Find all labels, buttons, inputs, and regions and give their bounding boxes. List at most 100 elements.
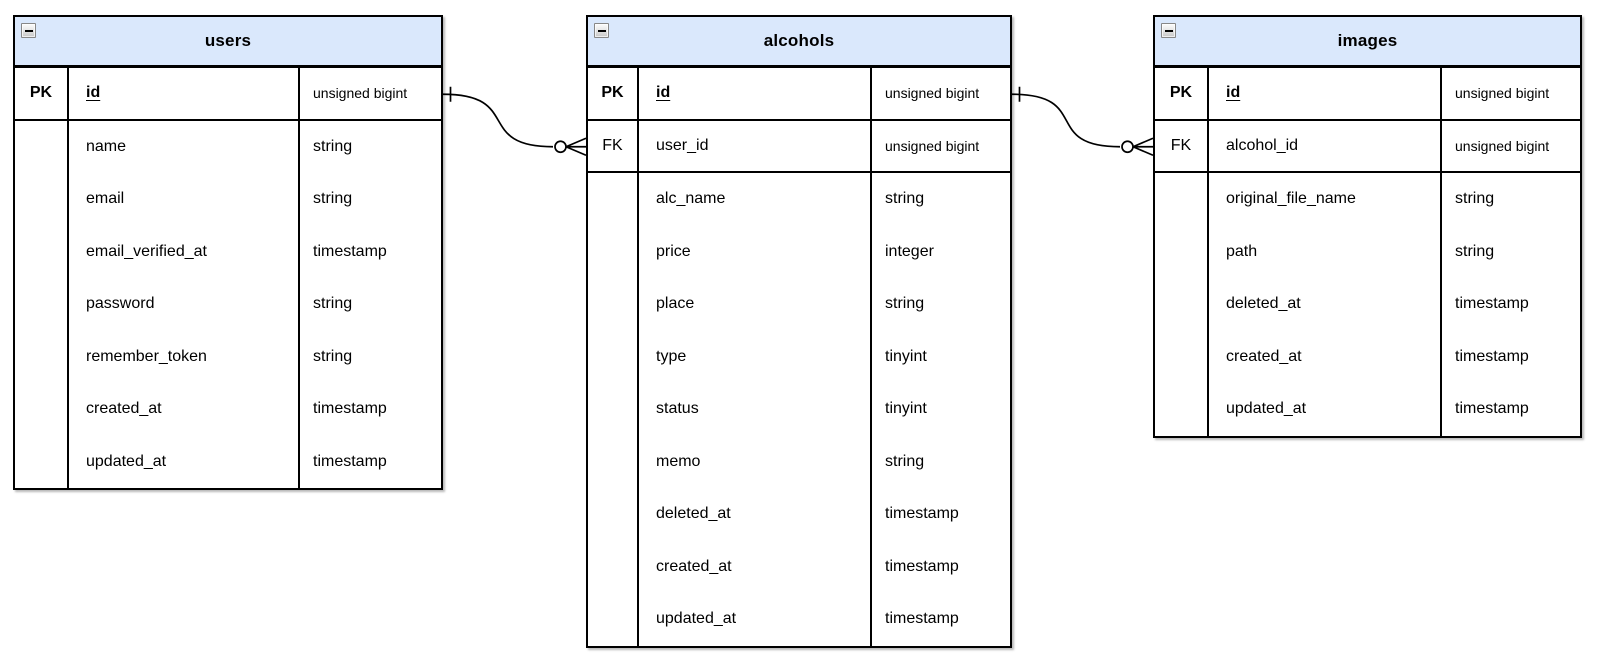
row-field-name: updated_at <box>86 452 167 470</box>
row-field-name: created_at <box>86 400 162 418</box>
row-key-badge <box>15 330 69 383</box>
row-alcohols-user_id[interactable]: FK user_id unsigned bigint <box>588 120 1010 173</box>
row-key-badge <box>1155 173 1209 226</box>
table-users[interactable]: users PK id unsigned bigint name string … <box>13 15 443 490</box>
row-key-badge <box>15 383 69 436</box>
row-images-deleted_at[interactable]: deleted_at timestamp <box>1155 278 1580 331</box>
row-alcohols-deleted_at[interactable]: deleted_at timestamp <box>588 488 1010 541</box>
minus-icon <box>597 29 606 32</box>
row-field-type: string <box>870 435 1010 488</box>
row-alcohols-id[interactable]: PK id unsigned bigint <box>588 68 1010 121</box>
row-alcohols-price[interactable]: price integer <box>588 225 1010 278</box>
row-alcohols-place[interactable]: place string <box>588 278 1010 331</box>
row-users-id[interactable]: PK id unsigned bigint <box>15 68 441 121</box>
row-users-created_at[interactable]: created_at timestamp <box>15 383 441 436</box>
row-users-email[interactable]: email string <box>15 173 441 226</box>
row-field-type: unsigned bigint <box>870 120 1010 171</box>
row-field-type: string <box>298 278 441 331</box>
row-field-name: id <box>656 84 671 102</box>
row-key-badge <box>588 278 639 331</box>
row-images-path[interactable]: path string <box>1155 225 1580 278</box>
row-field-type: tinyint <box>870 330 1010 383</box>
table-rows: PK id unsigned bigint FK user_id unsigne… <box>588 68 1010 646</box>
relation-users-id-to-alcohols-user-id[interactable] <box>442 86 587 157</box>
row-images-updated_at[interactable]: updated_at timestamp <box>1155 383 1580 436</box>
collapse-toggle-icon[interactable] <box>1161 23 1176 38</box>
table-header: alcohols <box>588 17 1010 68</box>
collapse-toggle-icon[interactable] <box>21 23 36 38</box>
row-field-name: user_id <box>656 136 709 154</box>
relation-line <box>1011 93 1121 148</box>
minus-icon <box>24 29 33 32</box>
row-alcohols-created_at[interactable]: created_at timestamp <box>588 540 1010 593</box>
row-field-name: password <box>86 295 155 313</box>
row-key-badge <box>15 225 69 278</box>
row-key-badge <box>588 330 639 383</box>
minus-icon <box>1164 29 1173 32</box>
table-title: users <box>204 31 252 50</box>
row-alcohols-type[interactable]: type tinyint <box>588 330 1010 383</box>
row-field-name: alcohol_id <box>1226 136 1299 154</box>
row-images-id[interactable]: PK id unsigned bigint <box>1155 68 1580 121</box>
row-key-badge <box>588 593 639 646</box>
row-users-email_verified_at[interactable]: email_verified_at timestamp <box>15 225 441 278</box>
row-field-name: status <box>656 400 699 418</box>
row-field-name: created_at <box>656 557 732 575</box>
row-field-name: memo <box>656 452 701 470</box>
row-field-name: original_file_name <box>1226 190 1356 208</box>
row-key-badge <box>588 488 639 541</box>
row-images-original_file_name[interactable]: original_file_name string <box>1155 173 1580 226</box>
row-field-type: timestamp <box>870 593 1010 646</box>
table-rows: PK id unsigned bigint FK alcohol_id unsi… <box>1155 68 1580 436</box>
row-field-name: updated_at <box>1226 400 1307 418</box>
row-images-alcohol_id[interactable]: FK alcohol_id unsigned bigint <box>1155 120 1580 173</box>
row-field-type: string <box>870 173 1010 226</box>
row-key-badge: FK <box>1155 120 1209 171</box>
table-alcohols[interactable]: alcohols PK id unsigned bigint FK user_i… <box>586 15 1012 648</box>
row-alcohols-alc_name[interactable]: alc_name string <box>588 173 1010 226</box>
row-field-name: path <box>1226 242 1258 260</box>
relation-alcohols-id-to-images-alcohol-id[interactable] <box>1011 86 1154 157</box>
row-key-badge <box>15 278 69 331</box>
row-field-type: string <box>298 173 441 226</box>
row-field-type: unsigned bigint <box>1440 68 1580 119</box>
row-key-badge <box>1155 383 1209 436</box>
row-users-remember_token[interactable]: remember_token string <box>15 330 441 383</box>
row-field-type: string <box>1440 173 1580 226</box>
row-key-badge: FK <box>588 120 639 171</box>
row-field-type: timestamp <box>1440 278 1580 331</box>
row-key-badge: PK <box>15 68 69 119</box>
crow-foot-icon <box>565 137 587 157</box>
table-title: alcohols <box>763 31 835 50</box>
row-field-name: deleted_at <box>1226 295 1301 313</box>
row-alcohols-status[interactable]: status tinyint <box>588 383 1010 436</box>
row-field-type: timestamp <box>298 225 441 278</box>
row-alcohols-updated_at[interactable]: updated_at timestamp <box>588 593 1010 646</box>
row-field-type: timestamp <box>298 383 441 436</box>
row-field-name: place <box>656 295 695 313</box>
row-alcohols-memo[interactable]: memo string <box>588 435 1010 488</box>
row-field-name: created_at <box>1226 347 1302 365</box>
zero-circle-icon <box>554 140 567 154</box>
row-field-name: alc_name <box>656 190 726 208</box>
row-users-password[interactable]: password string <box>15 278 441 331</box>
row-field-name: id <box>1226 84 1241 102</box>
row-key-badge <box>1155 330 1209 383</box>
row-field-type: unsigned bigint <box>298 68 441 119</box>
row-field-type: string <box>1440 225 1580 278</box>
row-field-type: timestamp <box>870 540 1010 593</box>
table-images[interactable]: images PK id unsigned bigint FK alcohol_… <box>1153 15 1582 438</box>
collapse-toggle-icon[interactable] <box>594 23 609 38</box>
row-field-name: remember_token <box>86 347 207 365</box>
crow-foot-icon <box>1132 137 1154 157</box>
row-field-name: id <box>86 84 101 102</box>
row-field-type: timestamp <box>870 488 1010 541</box>
row-key-badge <box>15 435 69 488</box>
row-users-name[interactable]: name string <box>15 120 441 173</box>
row-users-updated_at[interactable]: updated_at timestamp <box>15 435 441 488</box>
row-key-badge <box>588 435 639 488</box>
row-images-created_at[interactable]: created_at timestamp <box>1155 330 1580 383</box>
row-key-badge: PK <box>1155 68 1209 119</box>
row-key-badge <box>588 225 639 278</box>
